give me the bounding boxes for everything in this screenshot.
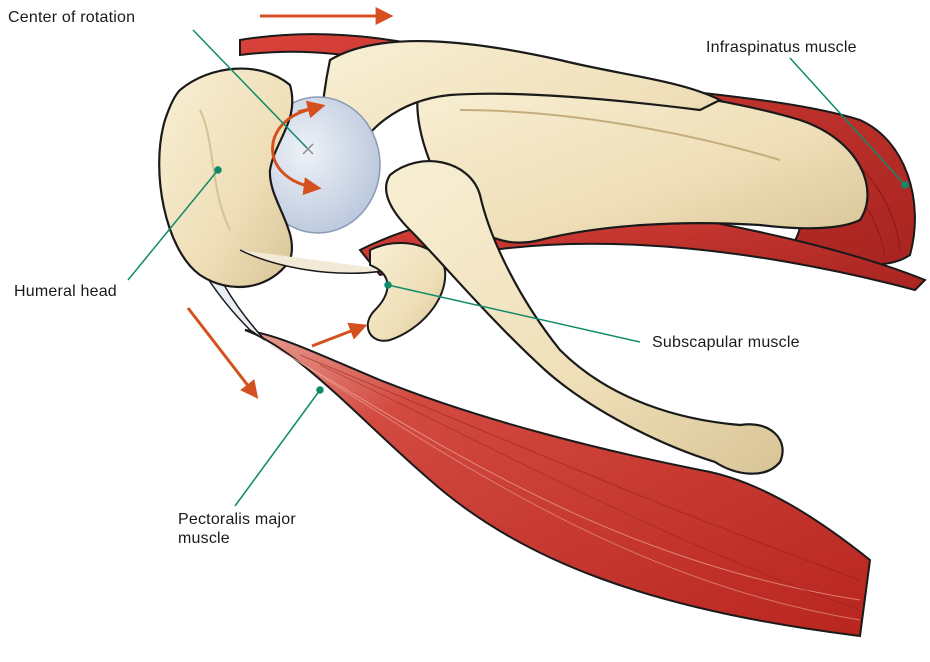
label-humeral-head: Humeral head	[14, 282, 117, 301]
leader-pectoralis	[235, 390, 320, 506]
leader-pectoralis-dot	[317, 387, 323, 393]
label-pectoralis-line2: muscle	[178, 529, 398, 548]
label-pectoralis-major-muscle: Pectoralis major muscle	[178, 510, 398, 548]
label-infraspinatus-muscle: Infraspinatus muscle	[706, 38, 857, 57]
label-pectoralis-line1: Pectoralis major	[178, 510, 398, 529]
motion-arrow-pect-icon	[312, 326, 364, 346]
coracoid-process	[368, 243, 445, 341]
leader-humeral-head-dot	[215, 167, 221, 173]
leader-subscapular-dot	[385, 282, 391, 288]
label-center-of-rotation: Center of rotation	[8, 8, 135, 27]
label-subscapular-muscle: Subscapular muscle	[652, 333, 800, 352]
leader-infraspinatus-dot	[902, 182, 908, 188]
